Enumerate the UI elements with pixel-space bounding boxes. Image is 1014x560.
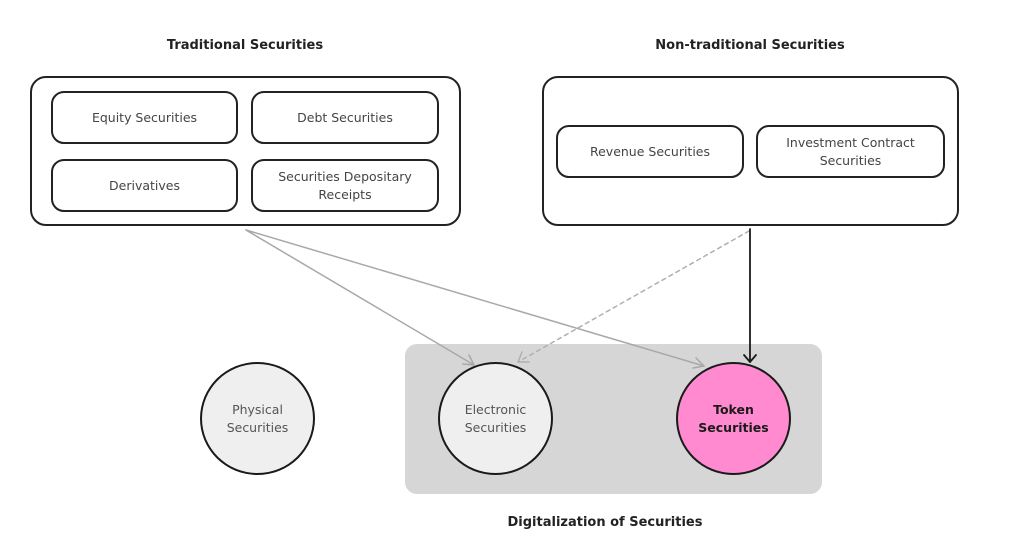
securities-depositary-receipts-label: Securities Depositary Receipts: [278, 168, 412, 202]
physical-securities-circle: Physical Securities: [200, 362, 315, 475]
electronic-securities-circle: Electronic Securities: [438, 362, 553, 475]
token-securities-label: Token Securities: [698, 401, 769, 435]
physical-securities-label: Physical Securities: [226, 401, 289, 435]
arrow-non-traditional-to-electronic: [517, 230, 750, 363]
debt-securities-box: Debt Securities: [251, 91, 439, 144]
securities-depositary-receipts-box: Securities Depositary Receipts: [251, 159, 439, 212]
equity-securities-box: Equity Securities: [51, 91, 238, 144]
traditional-securities-title: Traditional Securities: [166, 38, 324, 53]
digitalization-of-securities-title: Digitalization of Securities: [507, 515, 703, 530]
revenue-securities-label: Revenue Securities: [589, 143, 711, 159]
investment-contract-securities-label: Investment Contract Securities: [786, 134, 915, 168]
debt-securities-label: Debt Securities: [297, 109, 393, 125]
investment-contract-securities-box: Investment Contract Securities: [756, 125, 945, 178]
non-traditional-securities-title: Non-traditional Securities: [655, 38, 845, 53]
equity-securities-label: Equity Securities: [91, 109, 198, 125]
token-securities-circle: Token Securities: [676, 362, 791, 475]
electronic-securities-label: Electronic Securities: [464, 401, 527, 435]
derivatives-label: Derivatives: [109, 177, 180, 193]
derivatives-box: Derivatives: [51, 159, 238, 212]
revenue-securities-box: Revenue Securities: [556, 125, 744, 178]
